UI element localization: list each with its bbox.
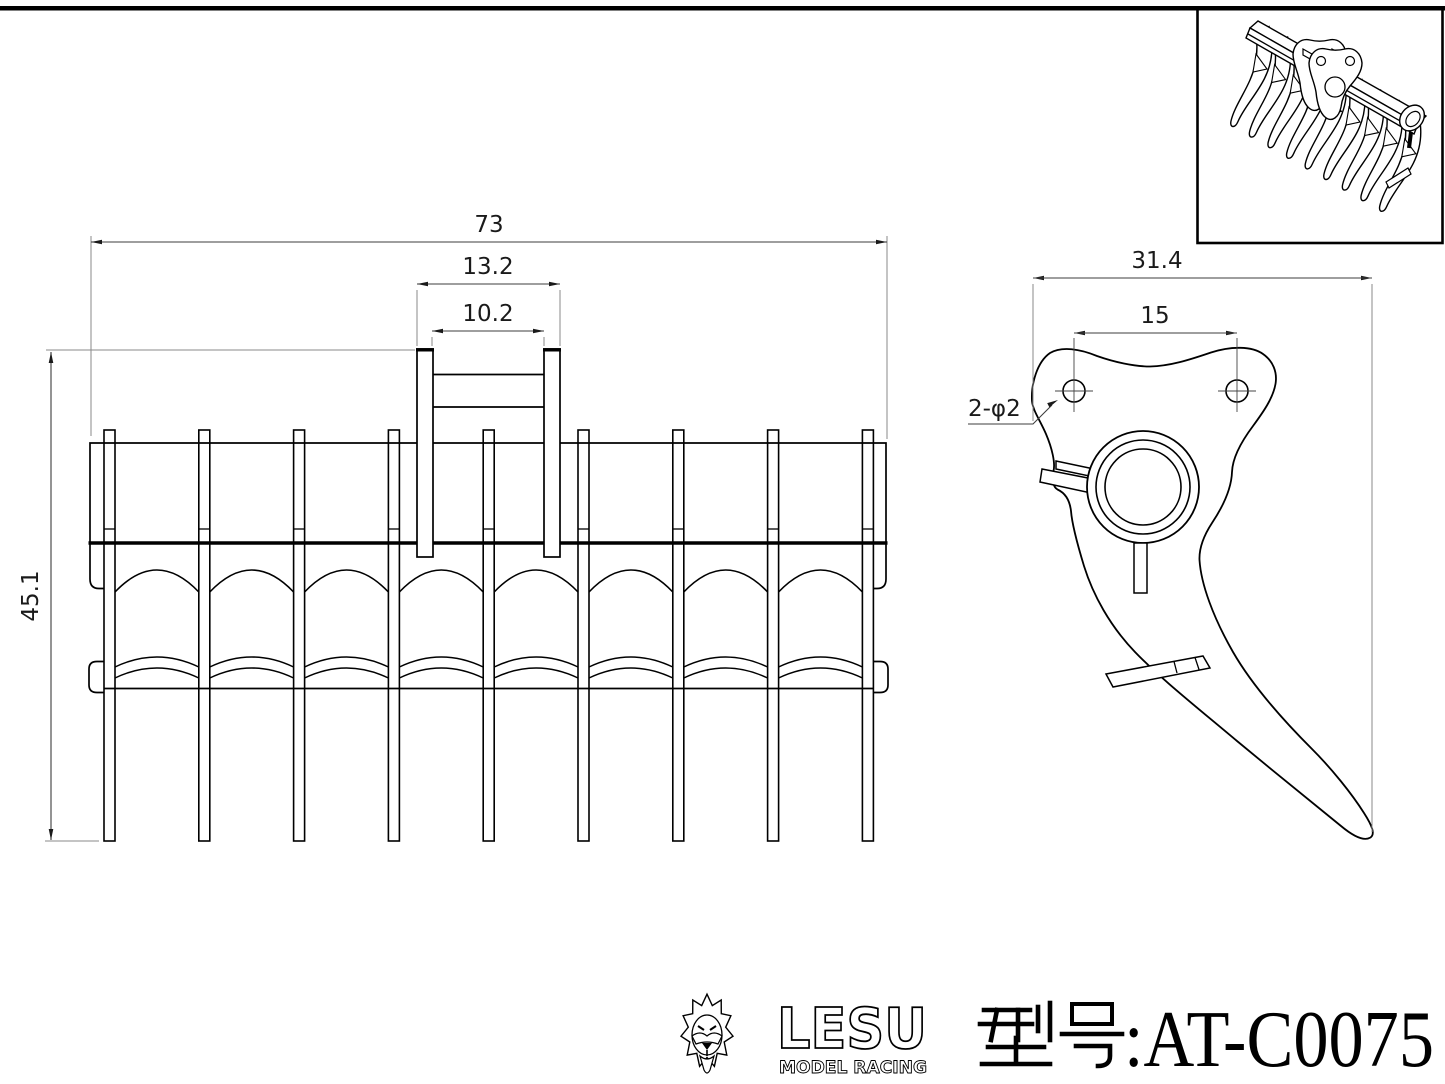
- rake-body-outline: [89, 442, 887, 543]
- tine: [292, 429, 306, 842]
- dim-hole-spacing-15: 15: [1140, 303, 1169, 329]
- rail-wave-top: [399, 656, 484, 668]
- iso-tine: [1323, 78, 1366, 181]
- rail-wave-top: [304, 656, 389, 668]
- scallop-arc: [588, 569, 674, 593]
- dim-arrowhead: [48, 352, 54, 363]
- dim-mount-outer-13-2: 13.2: [462, 254, 513, 280]
- dim-arrowhead: [417, 281, 428, 287]
- mount-plate-left: [416, 348, 434, 558]
- lower-rail-left-cap: [88, 660, 104, 694]
- dim-side-width-31-4: 31.4: [1131, 248, 1182, 274]
- scallop-arc: [398, 569, 484, 593]
- scallop-arc: [493, 569, 579, 593]
- lower-rail-right-cap: [873, 660, 889, 694]
- iso-side-bar: [1385, 167, 1412, 189]
- dim-width-73: 73: [474, 212, 503, 238]
- tine: [198, 429, 211, 842]
- left-end-panel: [89, 543, 104, 590]
- scallop-arc: [304, 569, 389, 593]
- iso-tine: [1248, 36, 1292, 138]
- tine: [671, 429, 685, 842]
- cross-pin-bar: [1104, 655, 1212, 688]
- lesu-lion-logo: [679, 992, 735, 1074]
- rail-wave-top: [209, 656, 294, 668]
- dim-arrowhead: [48, 829, 54, 840]
- tine: [766, 429, 780, 842]
- scallop-arc: [209, 569, 295, 593]
- shaft-slot: [1133, 542, 1148, 594]
- iso-tine: [1341, 89, 1385, 191]
- rail-wave-bottom: [304, 667, 389, 679]
- dim-holes-2-phi2: 2-φ2: [968, 396, 1021, 422]
- tine: [103, 429, 116, 842]
- rail-wave-bottom: [399, 667, 484, 679]
- right-end-panel: [873, 543, 887, 590]
- rail-wave-bottom: [114, 667, 200, 679]
- brand-wordmark: LESU: [777, 997, 927, 1062]
- tine: [387, 429, 401, 842]
- inset-box: [1196, 6, 1444, 245]
- mount-holes: [1055, 338, 1256, 412]
- rail-wave-top: [493, 656, 579, 668]
- tine: [577, 429, 590, 842]
- dim-mount-inner-10-2: 10.2: [462, 301, 513, 327]
- model-number-text: :AT-C0075: [1124, 996, 1434, 1084]
- rail-wave-bottom: [778, 667, 863, 679]
- dim-arrowhead: [432, 328, 443, 334]
- rail-wave-bottom: [209, 667, 294, 679]
- title-block: LESU MODEL RACING :AT-C0075: [679, 992, 1434, 1084]
- dim-arrowhead: [91, 239, 102, 245]
- front-view-dimensions: 73 13.2 10.2 45.1: [18, 212, 1372, 842]
- model-label-glyphs: [977, 1000, 1125, 1069]
- mount-plate-right: [543, 348, 561, 558]
- tine-profile-outline: [1031, 346, 1374, 840]
- scallop-arc: [114, 569, 200, 593]
- rail-wave-top: [114, 656, 200, 668]
- sheet-top-border: [0, 6, 1445, 11]
- brand-subtitle: MODEL RACING: [779, 1058, 927, 1077]
- iso-tine: [1230, 25, 1273, 128]
- tine: [861, 429, 875, 842]
- dim-arrowhead: [876, 239, 887, 245]
- rail-wave-top: [778, 656, 863, 668]
- rail-wave-bottom: [683, 667, 768, 679]
- side-view-dimensions: 31.4 15 2-φ2: [968, 248, 1373, 832]
- scallop-arc: [683, 569, 769, 593]
- boss-bore-circle: [1104, 448, 1182, 526]
- dim-arrowhead: [533, 328, 544, 334]
- side-view: 31.4 15 2-φ2: [968, 248, 1374, 840]
- rail-wave-bottom: [588, 667, 674, 679]
- rail-wave-top: [683, 656, 768, 668]
- dim-height-45-1: 45.1: [18, 570, 44, 621]
- scallop-arc: [778, 569, 863, 593]
- iso-inset: [1196, 6, 1444, 245]
- iso-rake-thumbnail: [1230, 20, 1428, 212]
- dim-arrowhead: [549, 281, 560, 287]
- rail-wave-top: [588, 656, 674, 668]
- iso-tine: [1360, 99, 1403, 202]
- tine: [482, 429, 496, 842]
- hole-leader-line: [968, 404, 1053, 425]
- iso-coupler-bracket: [1292, 38, 1363, 121]
- dim-arrowhead: [1047, 400, 1058, 408]
- rail-wave-bottom: [493, 667, 579, 679]
- front-view: 73 13.2 10.2 45.1: [18, 212, 1372, 842]
- mount-bracket: [416, 348, 561, 558]
